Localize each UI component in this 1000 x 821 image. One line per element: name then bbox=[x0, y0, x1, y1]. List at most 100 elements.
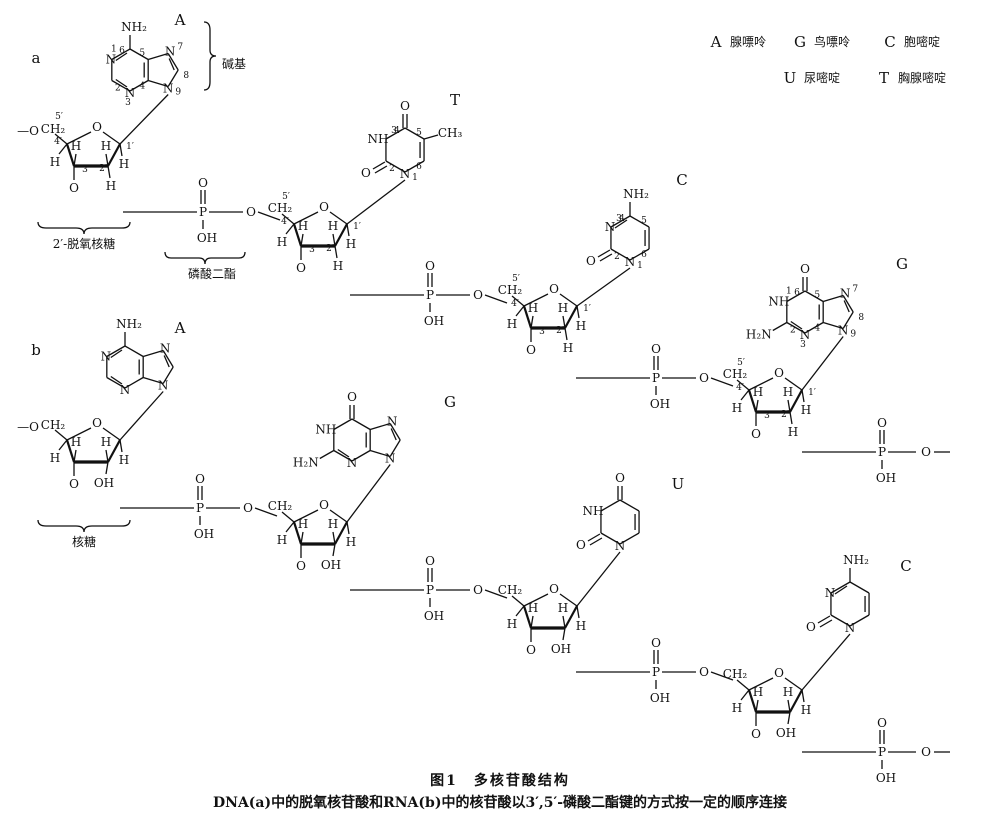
annotation-base: 碱基 bbox=[222, 57, 246, 71]
nitrogen: N bbox=[845, 621, 856, 635]
position-number: 1 bbox=[412, 173, 418, 183]
hydroxyl-group: OH bbox=[551, 642, 571, 656]
ring-bond bbox=[167, 69, 179, 87]
position-number: 4 bbox=[394, 126, 400, 136]
position-number: 4 bbox=[619, 214, 625, 224]
hydrogen: H bbox=[298, 517, 308, 531]
imino-nitrogen: NH bbox=[367, 132, 388, 146]
oxygen: O bbox=[473, 288, 483, 302]
base-letter: C bbox=[900, 557, 911, 575]
position-number: 5 bbox=[139, 49, 145, 59]
sugar-bond bbox=[281, 511, 295, 523]
hydrogen: H bbox=[732, 701, 742, 715]
ring-oxygen: O bbox=[549, 582, 559, 596]
ring-bond bbox=[351, 449, 371, 462]
hydrogen: H bbox=[783, 385, 793, 399]
ring-bond bbox=[147, 79, 169, 88]
h-bond bbox=[576, 605, 580, 619]
nitrogen: N bbox=[160, 342, 171, 356]
h-bond bbox=[334, 245, 338, 259]
h-bond bbox=[300, 531, 304, 545]
sugar-bond bbox=[564, 305, 578, 329]
h-bond bbox=[107, 165, 111, 179]
position-number: 4′ bbox=[736, 383, 744, 393]
position-number: 5′ bbox=[737, 358, 745, 368]
base-letter: G bbox=[444, 393, 456, 411]
carbonyl-oxygen: O bbox=[800, 262, 810, 276]
legend-name: 尿嘧啶 bbox=[804, 71, 840, 85]
carbonyl-oxygen: O bbox=[347, 390, 357, 404]
ring-bond bbox=[600, 532, 621, 545]
h-bond bbox=[562, 615, 566, 629]
position-number: 1′ bbox=[583, 304, 591, 314]
ch2-group: CH₂ bbox=[498, 283, 523, 297]
position-number: 2′ bbox=[326, 244, 334, 254]
ring-oxygen: O bbox=[319, 498, 329, 512]
nitrogen: N bbox=[625, 255, 636, 269]
double-bond bbox=[337, 448, 350, 458]
oxygen: O bbox=[877, 416, 887, 430]
figure-title: 图1 多核苷酸结构 bbox=[430, 773, 570, 789]
phosphorus: P bbox=[878, 445, 886, 459]
h-bond bbox=[515, 305, 525, 317]
ring-bond bbox=[830, 614, 851, 627]
position-number: 7 bbox=[852, 285, 858, 295]
hydroxyl-group: OH bbox=[424, 609, 444, 623]
carbonyl-bond bbox=[599, 253, 613, 262]
three-prime-oxygen: O bbox=[296, 559, 306, 573]
carbonyl-oxygen: O bbox=[586, 254, 596, 268]
phosphorus: P bbox=[426, 288, 434, 302]
glycosidic-bond bbox=[119, 94, 169, 145]
carbonyl-bond bbox=[589, 537, 603, 546]
phosphorus: P bbox=[426, 583, 434, 597]
h-bond bbox=[332, 531, 336, 545]
hydrogen: H bbox=[119, 453, 129, 467]
sugar-bond bbox=[329, 509, 348, 523]
ring-bond bbox=[786, 321, 806, 334]
h-bond bbox=[530, 615, 534, 629]
oh-bond bbox=[332, 543, 336, 557]
h-bond bbox=[755, 699, 759, 713]
legend-letter: C bbox=[884, 33, 895, 51]
ring-bond bbox=[147, 52, 169, 61]
base-letter: T bbox=[450, 91, 460, 109]
position-number: 2 bbox=[614, 252, 620, 262]
nitrogen: N bbox=[825, 586, 836, 600]
h-bond bbox=[801, 389, 805, 403]
ring-oxygen: O bbox=[549, 282, 559, 296]
position-number: 6 bbox=[119, 46, 125, 56]
three-prime-oxygen: O bbox=[526, 343, 536, 357]
position-number: 7 bbox=[177, 43, 183, 53]
double-bond bbox=[834, 585, 848, 595]
sugar-bond bbox=[789, 689, 803, 713]
ring-oxygen: O bbox=[774, 666, 784, 680]
ring-oxygen: O bbox=[774, 366, 784, 380]
hydrogen: H bbox=[277, 235, 287, 249]
base-letter: A bbox=[174, 319, 186, 337]
position-number: 6 bbox=[641, 250, 647, 260]
ring-bond bbox=[124, 376, 144, 389]
ring-bond bbox=[111, 48, 131, 61]
ring-oxygen: O bbox=[92, 120, 102, 134]
hydrogen: H bbox=[50, 155, 60, 169]
ch2-group: CH₂ bbox=[723, 367, 748, 381]
phosphorus: P bbox=[196, 501, 204, 515]
hydrogen: H bbox=[119, 157, 129, 171]
position-number: 6 bbox=[416, 162, 422, 172]
position-number: 2 bbox=[790, 326, 796, 336]
brace bbox=[203, 21, 217, 91]
position-number: 3 bbox=[800, 340, 806, 350]
position-number: 2 bbox=[389, 164, 395, 174]
ring-bond bbox=[842, 311, 854, 329]
position-number: 9 bbox=[175, 88, 181, 98]
double-bond bbox=[790, 320, 803, 330]
sugar-bond bbox=[329, 211, 348, 225]
ring-bond bbox=[167, 53, 179, 71]
position-number: 2′ bbox=[556, 326, 564, 336]
position-number: 9 bbox=[850, 330, 856, 340]
ring-bond bbox=[106, 345, 126, 358]
h-bond bbox=[576, 305, 580, 319]
sugar-bond bbox=[748, 377, 774, 391]
nitrogen: N bbox=[838, 324, 849, 338]
legend-letter: U bbox=[784, 69, 797, 87]
